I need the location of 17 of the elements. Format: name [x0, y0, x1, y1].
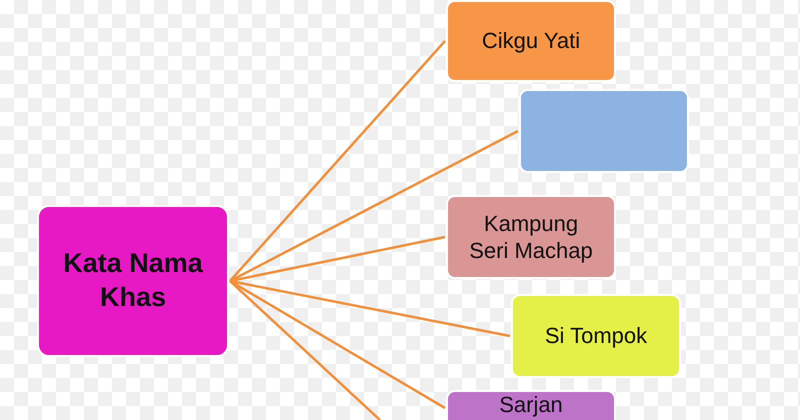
connector-line: [229, 130, 519, 282]
example-box: [446, 0, 616, 82]
connector-line: [229, 280, 446, 410]
example-box: [511, 294, 681, 378]
example-box: [446, 390, 616, 420]
example-box: [519, 89, 689, 173]
example-box: [446, 195, 616, 279]
node-text: Kata Nama Khas: [62, 247, 204, 314]
node-text: Cikgu Yati: [480, 27, 582, 55]
topic-box: [37, 205, 229, 357]
connector-line: [229, 280, 381, 420]
node-text: Kampung Seri Machap: [468, 210, 594, 264]
connector-line: [229, 40, 446, 282]
connector-line: [230, 280, 510, 338]
node-text: Sarjan: [498, 393, 564, 418]
connector-line: [230, 236, 446, 282]
node-text: Si Tompok: [544, 322, 648, 350]
